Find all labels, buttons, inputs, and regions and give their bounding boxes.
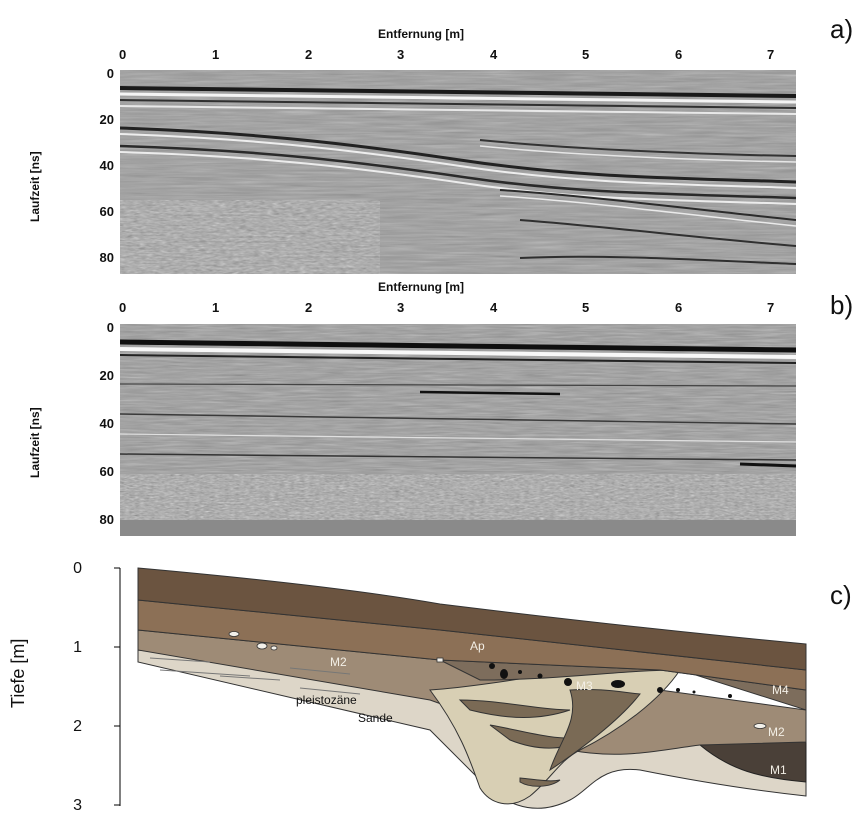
radargram-b	[120, 324, 796, 536]
pit-lens-1	[458, 699, 571, 718]
xa-tick-label: 7	[767, 47, 775, 62]
panel-b-y-axis-title: Laufzeit [ns]	[28, 407, 42, 478]
yc-tick-label: 1	[73, 639, 82, 656]
xb-tick-label: 1	[212, 300, 220, 315]
ya-tick-label: 0	[106, 66, 114, 81]
panel-c-letter: c)	[830, 580, 852, 610]
panel-a-letter: a)	[830, 14, 854, 44]
xb-tick-label: 4	[490, 300, 498, 315]
layer-m3	[439, 659, 807, 711]
xb-tick-label: 6	[675, 300, 683, 315]
panel-b-x-axis-title: Entfernung [m]	[378, 280, 464, 294]
yc-tick-label: 0	[73, 560, 82, 577]
xa-tick-label: 6	[675, 47, 683, 62]
xb-tick-label: 0	[119, 300, 127, 315]
panel-a-y-axis-title: Laufzeit [ns]	[28, 151, 42, 222]
ya-tick-label: 80	[99, 250, 114, 265]
radargram-a	[120, 70, 796, 274]
xa-tick-label: 2	[305, 47, 313, 62]
xa-tick-label: 1	[212, 47, 220, 62]
yb-tick-label: 20	[99, 368, 114, 383]
xa-tick-label: 0	[119, 47, 127, 62]
ya-tick-label: 60	[99, 204, 114, 219]
pebbles-m2	[228, 631, 767, 729]
ya-tick-label: 20	[99, 112, 114, 127]
stratigraphic-section: Ap M2 M3 M4 M2 M1 pleistozäne Sande	[114, 567, 807, 809]
stones-m3	[489, 663, 732, 698]
xb-tick-label: 5	[582, 300, 590, 315]
yb-tick-label: 80	[99, 512, 114, 527]
xa-tick-label: 5	[582, 47, 590, 62]
yc-tick-label: 3	[73, 797, 82, 814]
yb-tick-label: 40	[99, 416, 114, 431]
pit-lens-4	[519, 777, 561, 787]
xb-tick-label: 3	[397, 300, 405, 315]
label-m3: M3	[576, 679, 593, 693]
label-m2-right: M2	[768, 725, 785, 739]
label-sand-1: pleistozäne	[296, 693, 357, 707]
pit-lens-3	[549, 688, 641, 772]
yb-tick-label: 0	[106, 320, 114, 335]
panel-b-letter: b)	[830, 290, 854, 320]
xa-tick-label: 4	[490, 47, 498, 62]
yc-tick-label: 2	[73, 718, 82, 735]
xb-tick-label: 7	[767, 300, 775, 315]
label-m1: M1	[770, 763, 787, 777]
sand-lamination	[149, 657, 361, 695]
xb-tick-label: 2	[305, 300, 313, 315]
label-ap: Ap	[470, 639, 485, 653]
layer-ap	[137, 567, 807, 671]
panel-c-y-axis-title: Tiefe [m]	[8, 638, 28, 708]
xa-tick-label: 3	[397, 47, 405, 62]
yb-tick-label: 60	[99, 464, 114, 479]
label-m4: M4	[772, 683, 789, 697]
label-m2-left: M2	[330, 655, 347, 669]
label-sand-2: Sande	[358, 711, 393, 725]
ya-tick-label: 40	[99, 158, 114, 173]
layer-m1	[698, 739, 807, 783]
panel-a-x-axis-title: Entfernung [m]	[378, 27, 464, 41]
